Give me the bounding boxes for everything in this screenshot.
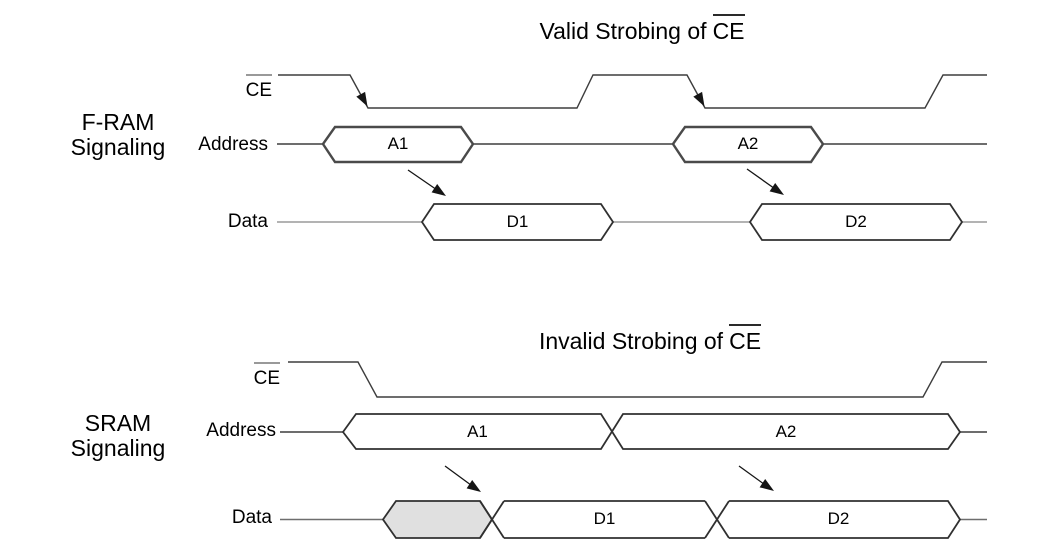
sram-waveforms (280, 361, 987, 539)
fram-bus-label-d1: D1 (506, 212, 529, 231)
sram-bus-label-a1: A1 (467, 422, 488, 441)
fram-title-text: Valid Strobing of (539, 18, 707, 44)
fram-ce-waveform (278, 74, 987, 109)
fram-row-label-data: Data (227, 211, 268, 232)
sram-title-ce-overbar: CE (729, 324, 762, 355)
ce-strobe-arrowhead-2 (693, 91, 705, 107)
sram-bus-label-a2: A2 (775, 422, 797, 441)
fram-title-ce-overbar: CE (712, 14, 745, 45)
sram-a1-to-d1-arrowhead (466, 480, 481, 492)
fram-ce-label-overbar: CE (245, 74, 272, 102)
sram-row-label-data: Data (231, 507, 272, 528)
sram-side-line2: Signaling (70, 435, 166, 461)
fram-side-line2: Signaling (70, 134, 166, 160)
fram-a1-to-d1-arrowhead (431, 184, 446, 196)
fram-a2-to-d2-arrowhead (769, 183, 784, 195)
fram-data-d2-hexagon (748, 203, 964, 241)
fram-side-label: F-RAM Signaling (38, 110, 198, 160)
sram-side-label: SRAM Signaling (38, 411, 198, 461)
fram-bus-label-a2: A2 (737, 134, 759, 153)
fram-bus-label-d2: D2 (845, 212, 867, 231)
fram-row-label-ce: CE (227, 74, 272, 102)
sram-row-label-ce: CE (235, 362, 280, 390)
sram-ce-waveform (288, 361, 987, 398)
sram-ce-label-overbar: CE (253, 362, 280, 390)
sram-title-text: Invalid Strobing of (538, 328, 724, 354)
fram-address-a2-hexagon (671, 125, 825, 164)
ce-strobe-arrowhead-1 (356, 91, 368, 107)
fram-row-label-address: Address (198, 134, 268, 155)
sram-row-label-address: Address (206, 420, 276, 441)
sram-data-bus-outline (479, 500, 962, 539)
sram-bus-label-d1: D1 (593, 509, 616, 528)
sram-data-invalid-hexagon (381, 500, 494, 539)
sram-side-line1: SRAM (84, 410, 152, 436)
fram-address-a1-hexagon (321, 125, 475, 164)
fram-bus-label-a1: A1 (387, 134, 409, 153)
fram-waveforms (277, 74, 987, 241)
fram-data-d1-hexagon (420, 203, 615, 241)
sram-bus-label-d2: D2 (827, 509, 850, 528)
sram-address-bus-outline (341, 413, 962, 450)
fram-side-line1: F-RAM (81, 109, 155, 135)
sram-a2-to-d2-arrowhead (759, 479, 774, 491)
